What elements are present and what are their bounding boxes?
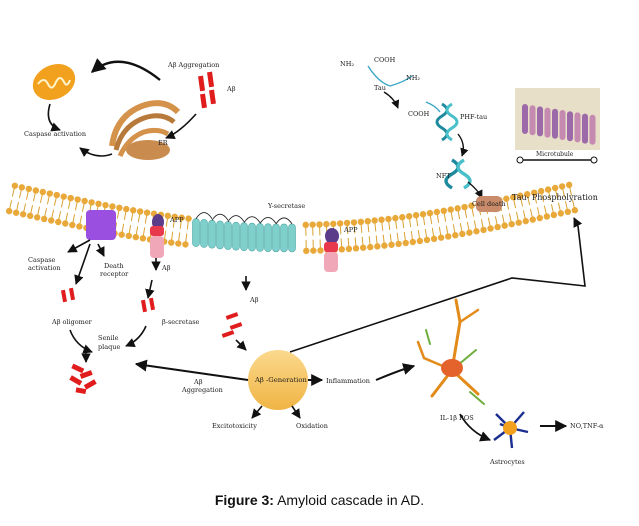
label-microtubule: Microtubule [536, 151, 574, 158]
gamma-secretase-protein [193, 213, 296, 252]
label-tau-phosphorylation: Tau- Phospholyration [512, 193, 598, 202]
ab-fragments-top [198, 72, 216, 109]
app-protein-right [324, 228, 339, 272]
label-app-left: APP [169, 216, 184, 224]
label-death-receptor-1: Death [104, 262, 124, 270]
microglia-icon [418, 300, 484, 404]
label-phf-tau: PHF-tau [460, 113, 487, 121]
caption-prefix: Figure 3: [215, 492, 274, 508]
label-nh2-1: NH₂ [340, 60, 354, 68]
ab-fragments-oligomer [61, 288, 75, 303]
label-death-receptor-2: receptor [100, 270, 129, 278]
label-inflammation: Inflammation [326, 377, 370, 385]
app-protein-left [150, 214, 164, 258]
ab-fragments-bsecretase [141, 298, 155, 313]
er-icon [112, 103, 178, 160]
label-senile-2: plaque [98, 343, 120, 351]
label-tau: Tau [374, 84, 386, 92]
phf-tau-helix [437, 104, 457, 140]
caption-text: Amyloid cascade in AD. [277, 492, 424, 508]
label-nh2-2: NH₂ [406, 74, 420, 82]
astrocyte-icon [494, 412, 528, 448]
ab-fragments-center [222, 312, 243, 338]
label-cell-death: Cell death [472, 200, 506, 208]
label-b-secretase: β-secretase [162, 318, 200, 326]
label-ab-top: Aβ [226, 85, 236, 93]
label-app-right: APP [343, 226, 358, 234]
label-ab-center: Aβ [249, 296, 259, 304]
label-il1b-ros: IL-1β ROS [440, 414, 474, 422]
label-oxidation: Oxidation [296, 422, 328, 430]
arrow-er-to-caspase [80, 148, 112, 156]
label-ab-generation: Aβ -Generation [254, 376, 307, 384]
figure-caption: Figure 3: Amyloid cascade in AD. [0, 492, 639, 508]
death-receptor-protein [86, 210, 116, 240]
mitochondria-icon [27, 57, 81, 106]
label-y-secretase: Y-secretase [267, 202, 305, 210]
microtubule-image [515, 88, 600, 150]
senile-plaque-fragments [69, 364, 96, 394]
label-ab-aggregation-top: Aβ Aggregation [167, 61, 219, 69]
label-caspase-left-2: activation [28, 264, 61, 272]
label-ab-mid: Aβ [161, 264, 171, 272]
arrow-mito-to-caspase [48, 104, 60, 130]
arrow-aggregation-to-mito [92, 62, 160, 80]
label-er: ER [158, 139, 169, 147]
label-ab-aggregation-bottom-2: Aggregation [181, 386, 223, 394]
label-astrocytes: Astrocytes [489, 458, 525, 466]
label-ab-aggregation-bottom-1: Aβ [193, 378, 203, 386]
label-caspase-activation-top: Caspase activation [24, 130, 86, 138]
label-senile-1: Senile [98, 334, 119, 342]
tau-chain [368, 66, 390, 86]
label-caspase-left-1: Caspase [28, 256, 56, 264]
label-cooh-2: COOH [408, 110, 430, 118]
label-cooh-1: COOH [374, 56, 396, 64]
label-ab-oligomer: Aβ oligomer [51, 318, 93, 326]
label-no-tnf: NO,TNF-α [570, 422, 604, 430]
label-excitotoxicity: Excitotoxicity [212, 422, 257, 430]
label-nft: NFT [436, 172, 451, 180]
